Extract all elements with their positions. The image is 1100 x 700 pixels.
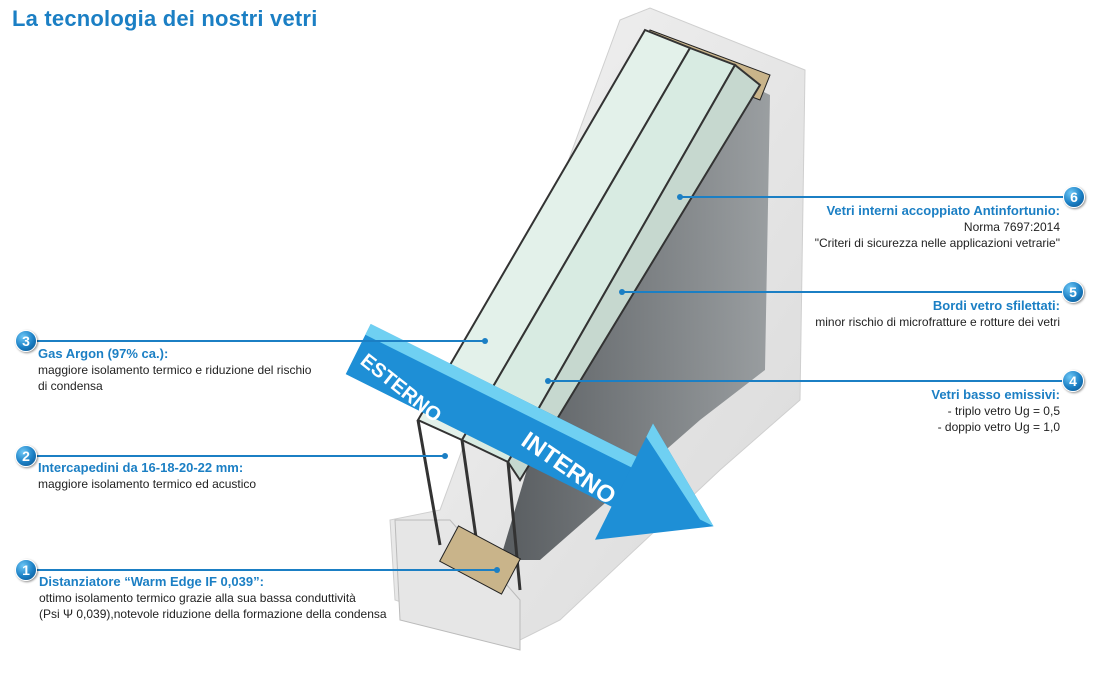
leader-line-6 bbox=[680, 196, 1068, 198]
leader-line-2 bbox=[28, 455, 446, 457]
callout-intercapedini: Intercapedini da 16-18-20-22 mm: maggior… bbox=[38, 459, 256, 492]
callout-number-4: 4 bbox=[1062, 370, 1084, 392]
callout-text: di condensa bbox=[38, 379, 103, 393]
callout-title: Gas Argon (97% ca.): bbox=[38, 346, 169, 361]
callout-text: (Psi Ψ 0,039),notevole riduzione della f… bbox=[39, 607, 387, 621]
callout-text: minor rischio di microfratture e rotture… bbox=[815, 315, 1060, 329]
leader-dot-4 bbox=[545, 378, 551, 384]
leader-dot-2 bbox=[442, 453, 448, 459]
callout-title: Vetri basso emissivi: bbox=[931, 387, 1060, 402]
leader-line-4 bbox=[548, 380, 1066, 382]
leader-dot-6 bbox=[677, 194, 683, 200]
callout-distanziatore: Distanziatore “Warm Edge IF 0,039”: otti… bbox=[39, 573, 387, 622]
leader-dot-1 bbox=[494, 567, 500, 573]
callout-text: "Criteri di sicurezza nelle applicazioni… bbox=[814, 236, 1060, 250]
callout-text: Norma 7697:2014 bbox=[963, 220, 1060, 234]
callout-title: Vetri interni accoppiato Antinfortunio: bbox=[826, 203, 1060, 218]
glass-pane-inner bbox=[506, 63, 762, 591]
callout-basso-emissivi: Vetri basso emissivi: - triplo vetro Ug … bbox=[931, 386, 1060, 435]
leader-dot-5 bbox=[619, 289, 625, 295]
frame-sill bbox=[394, 519, 521, 651]
callout-text: - triplo vetro Ug = 0,5 bbox=[947, 404, 1060, 418]
callout-number-5: 5 bbox=[1062, 281, 1084, 303]
callout-text: maggiore isolamento termico e riduzione … bbox=[38, 363, 312, 377]
callout-text: maggiore isolamento termico ed acustico bbox=[38, 477, 257, 491]
page-title: La tecnologia dei nostri vetri bbox=[12, 6, 318, 31]
callout-text: ottimo isolamento termico grazie alla su… bbox=[39, 591, 356, 605]
leader-line-5 bbox=[622, 291, 1067, 293]
callout-bordi: Bordi vetro sfilettati: minor rischio di… bbox=[815, 297, 1060, 330]
leader-line-3 bbox=[28, 340, 485, 342]
callout-title: Distanziatore “Warm Edge IF 0,039”: bbox=[39, 574, 264, 589]
spacer-bottom bbox=[439, 525, 521, 595]
direction-arrow: ESTERNO INTERNO bbox=[345, 324, 714, 540]
callout-text: - doppio vetro Ug = 1,0 bbox=[937, 420, 1060, 434]
callout-title: Bordi vetro sfilettati: bbox=[932, 298, 1060, 313]
callout-antinfortunio: Vetri interni accoppiato Antinfortunio: … bbox=[815, 202, 1060, 251]
callout-gas-argon: Gas Argon (97% ca.): maggiore isolamento… bbox=[38, 345, 311, 394]
callout-title: Intercapedini da 16-18-20-22 mm: bbox=[38, 460, 244, 475]
callout-number-1: 1 bbox=[15, 559, 37, 581]
leader-line-1 bbox=[28, 569, 498, 571]
callout-number-6: 6 bbox=[1063, 186, 1085, 208]
callout-number-3: 3 bbox=[15, 330, 37, 352]
leader-dot-3 bbox=[482, 338, 488, 344]
callout-number-2: 2 bbox=[15, 445, 37, 467]
